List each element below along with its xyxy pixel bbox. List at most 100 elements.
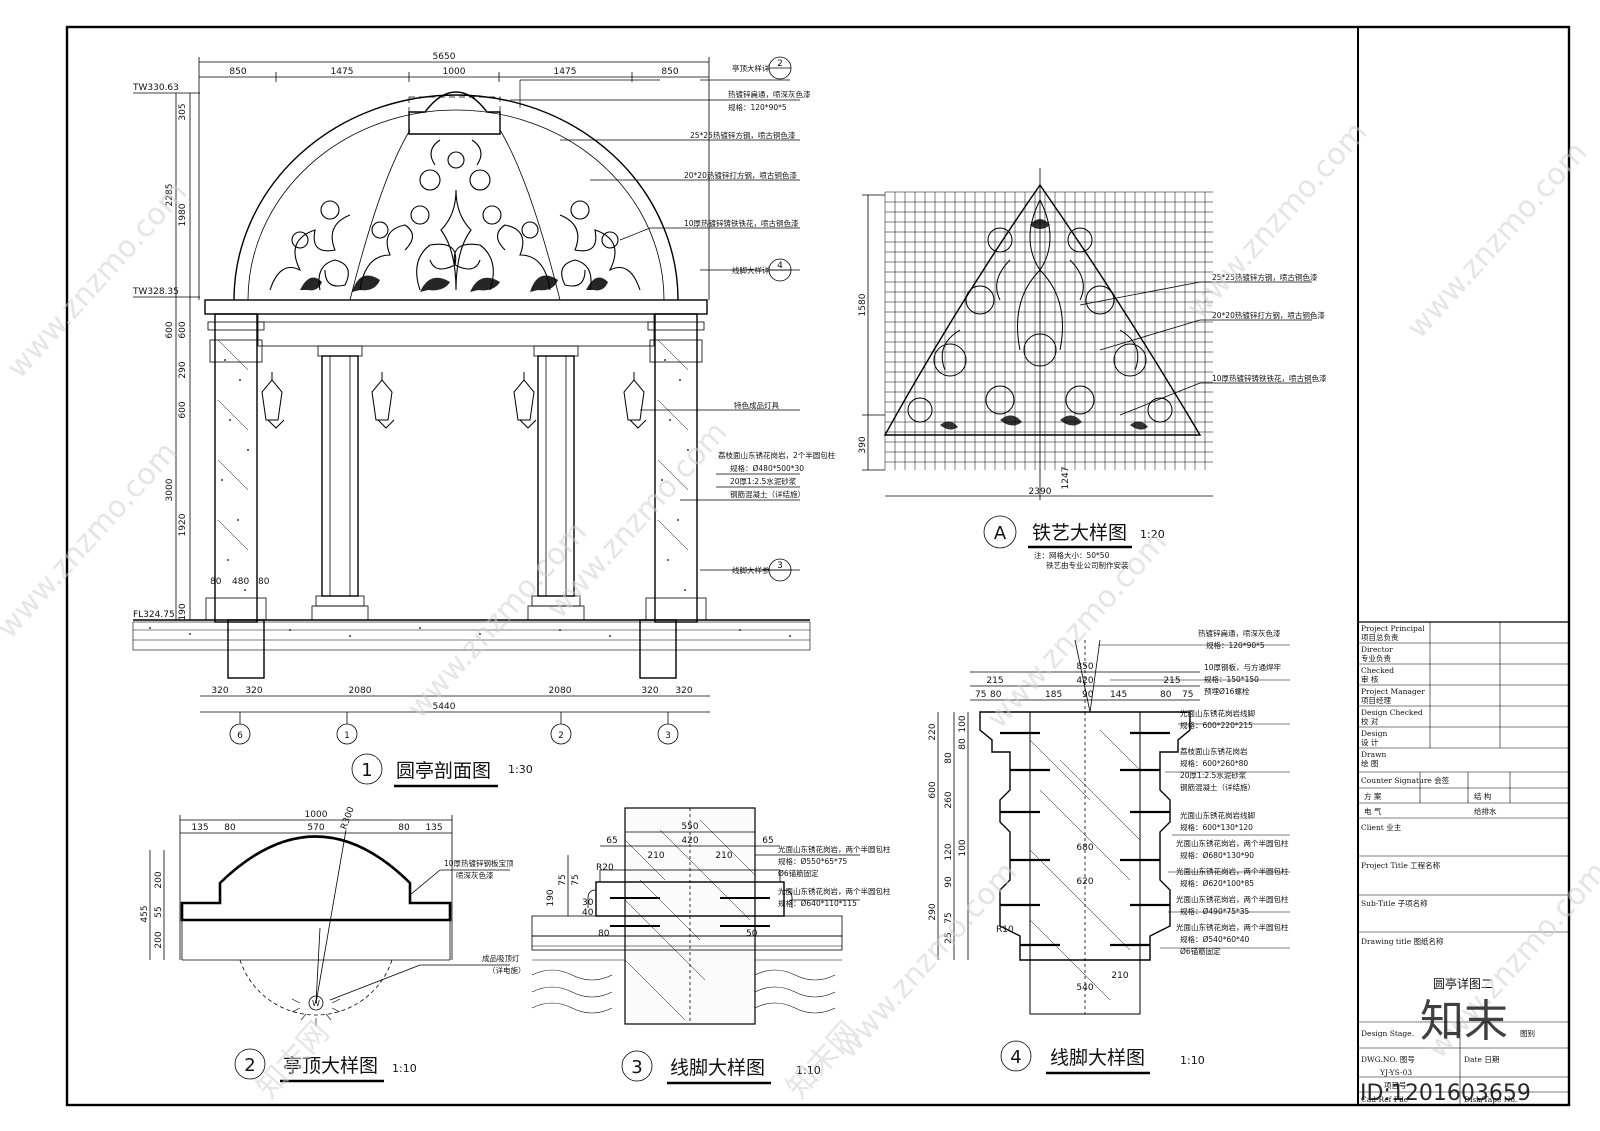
callout-molding-3-text: 线脚大样参	[732, 565, 770, 575]
detail-a-footnote-grid: 注：网格大小：50*50	[1034, 550, 1110, 560]
d4-note-13: 光面山东锈花岗岩，两个半圆包柱	[1176, 838, 1289, 848]
title-4-scale: 1:10	[1180, 1054, 1205, 1067]
d4-note-8: 规格：600*260*80	[1180, 758, 1248, 768]
dim-290: 290	[178, 361, 188, 378]
d4-dim-90: 90	[944, 876, 954, 888]
dim-bottom-320-c: 320	[641, 686, 658, 696]
d4-note-11: 光面山东锈花岗岩线脚	[1180, 810, 1255, 820]
d4-dim-680: 680	[1076, 843, 1093, 853]
d2-note-electrical: （详电施）	[488, 965, 526, 975]
iron-detail-drawing: 1580 390 2390 1247 25*25热镀锌方钢，喷古铜色漆 20*2…	[858, 168, 1327, 570]
d4-note-12: 规格：600*130*120	[1180, 822, 1253, 832]
dim-cap-80-b: 80	[258, 577, 270, 587]
tb-drawing-title: Drawing title 图纸名称	[1361, 936, 1444, 946]
dim-bottom-5440: 5440	[433, 702, 456, 712]
dome-outline	[233, 94, 679, 301]
d4-dim-185: 185	[1045, 690, 1062, 700]
title-4-num: 4	[1010, 1047, 1021, 1068]
d3-dim-65-r: 65	[762, 836, 773, 846]
d2-dim-1000: 1000	[305, 810, 328, 820]
dim-bottom-320-d: 320	[675, 686, 692, 696]
dim-2285: 2285	[165, 184, 175, 207]
wall-lamps	[261, 372, 647, 429]
d4-note-3: 规格：150*150	[1204, 674, 1259, 684]
d4-dim-600: 600	[928, 781, 938, 798]
tb-client: Client 业主	[1361, 822, 1402, 832]
d4-note-21: Ø6锚筋固定	[1180, 946, 1221, 956]
dome-top-detail: 1000 135 80 570 80 135 R300 W 455 200 55…	[140, 805, 526, 1083]
dim-3000: 3000	[165, 478, 175, 501]
d4-dim-80-b: 80	[944, 752, 954, 764]
dim-bottom-320-b: 320	[245, 686, 262, 696]
note-lamp: 特色成品灯具	[734, 400, 779, 410]
d4-dim-80-l: 80	[990, 690, 1002, 700]
d4-dim-540: 540	[1076, 983, 1093, 993]
d4-dim-260: 260	[944, 791, 954, 808]
watermark-logo: 知末	[1420, 996, 1508, 1047]
level-tw-33063: TW330.63	[132, 83, 179, 93]
tb-xiang-mu-hao: 项目号	[1384, 1081, 1407, 1090]
d2-dim-455: 455	[140, 905, 150, 922]
tb-jie-gou: 结 构	[1474, 791, 1492, 801]
tb-design-cn: 设 计	[1361, 737, 1379, 747]
note-flat-tube-spec: 规格：120*90*5	[728, 102, 787, 112]
detail-a-dim-390: 390	[858, 436, 868, 453]
d4-note-15: 光面山东锈花岗岩，两个半圆包柱	[1176, 866, 1289, 876]
level-tw-32835: TW328.35	[132, 287, 179, 297]
detail-a-dim-1580: 1580	[858, 293, 868, 316]
d2-dim-80-r: 80	[398, 823, 410, 833]
dim-bottom-320-a: 320	[211, 686, 228, 696]
title-section: 1 圆亭剖面图 1:30	[351, 753, 533, 788]
d4-dim-215-l: 215	[986, 676, 1003, 686]
d4-dim-210: 210	[1111, 971, 1128, 981]
axis-1: 1	[344, 731, 350, 741]
d4-dim-80-a: 80	[958, 738, 968, 750]
callout-molding-4-num: 4	[777, 261, 783, 271]
d2-note-ceiling-lamp: 成品吸顶灯	[482, 953, 520, 963]
outer-frame	[65, 25, 1571, 1107]
dim-600-b: 600	[178, 401, 188, 418]
title-a-num: A	[994, 523, 1007, 544]
d3-dim-65-l: 65	[606, 836, 617, 846]
d4-note-7: 荔枝面山东锈花岗岩	[1180, 746, 1248, 756]
axis-3: 3	[665, 731, 671, 741]
tb-dwg-no: DWG.NO. 图号	[1361, 1055, 1415, 1064]
dim-190: 190	[178, 603, 188, 620]
dim-1920: 1920	[178, 513, 188, 536]
d2-dim-200-b: 200	[154, 931, 164, 948]
d4-dim-420: 420	[1076, 676, 1093, 686]
callout-molding-3-num: 3	[777, 561, 783, 571]
dim-1475-left: 1475	[331, 67, 354, 77]
dim-600-c: 600	[165, 321, 175, 338]
title-2-scale: 1:10	[392, 1062, 417, 1075]
callout-molding-4-text: 线脚大样详	[732, 265, 770, 275]
title-block: Project Principal 项目总负责 Director 专业负责 Ch…	[1357, 27, 1569, 1105]
d3-note-granite-1: 光面山东锈花岗岩，两个半圆包柱	[778, 844, 891, 854]
note-mortar: 20厚1:2.5水泥砂浆	[730, 476, 797, 486]
tb-dwg-number: YJ-YS-03	[1379, 1068, 1412, 1077]
dim-bottom-2080-b: 2080	[549, 686, 572, 696]
d4-dim-100: 100	[958, 715, 968, 732]
note-20-square-steel: 20*20热镀锌打方钢，喷古铜色漆	[684, 170, 797, 180]
watermark-site-1: www.znzmo.com	[0, 175, 194, 385]
d2-dome-plate	[180, 835, 452, 922]
tb-director-en: Director	[1361, 645, 1393, 654]
level-fl-32475: FL324.75	[133, 610, 175, 620]
dim-850-right: 850	[661, 67, 678, 77]
d4-note-1: 规格：120*90*5	[1206, 640, 1265, 650]
d3-dim-210-r: 210	[715, 851, 732, 861]
axis-2: 2	[558, 731, 564, 741]
dim-overall-width: 5650	[433, 52, 456, 62]
d4-dim-75-r: 75	[1182, 690, 1193, 700]
d4-dim-r10: R10	[996, 925, 1014, 935]
dim-305: 305	[178, 103, 188, 120]
d3-dim-40: 40	[582, 908, 594, 918]
d3-dim-80: 80	[598, 929, 610, 939]
dim-1000: 1000	[443, 67, 466, 77]
tb-drawing-name: 圆亭详图二	[1433, 976, 1493, 991]
tb-checked-en: Checked	[1361, 666, 1394, 675]
d4-dim-100-b: 100	[958, 839, 968, 856]
d2-note-paint: 喷深灰色漆	[456, 870, 494, 880]
tb-disk: Disk/Tape No.	[1464, 1095, 1517, 1104]
